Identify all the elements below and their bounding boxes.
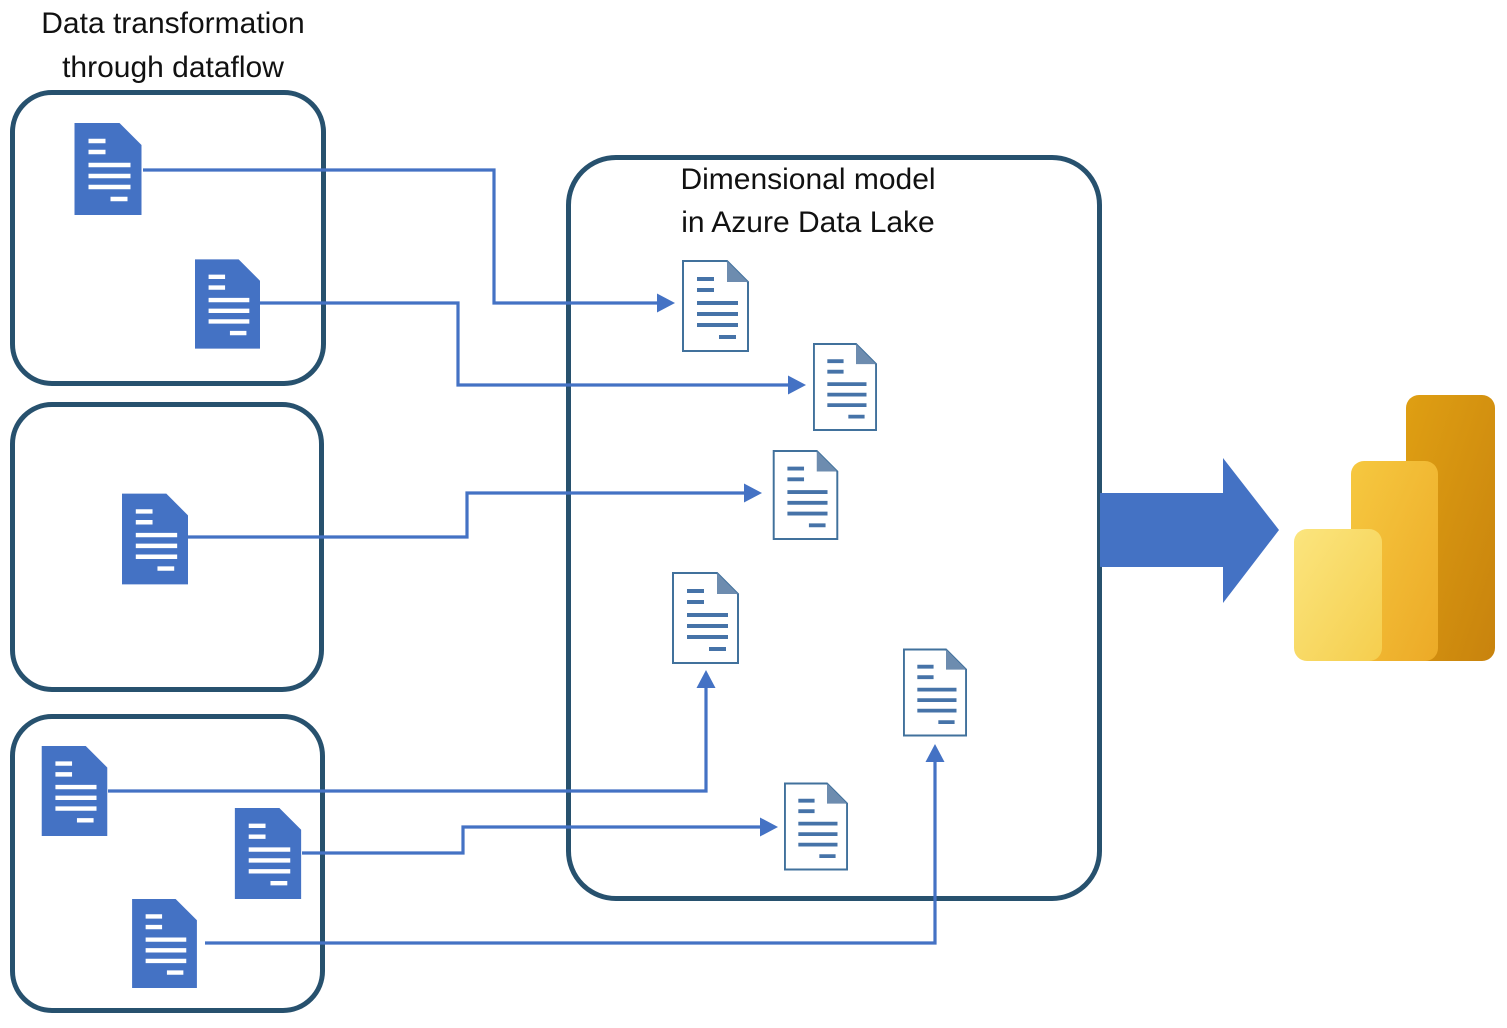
model-document-icon-3 [774, 451, 838, 539]
source-group-box-1 [10, 90, 326, 386]
source-document-icon-3 [122, 494, 188, 585]
arrowhead-icon [744, 483, 762, 503]
source-group-box-2 [10, 402, 324, 692]
arrowhead-icon [925, 744, 945, 762]
arrowhead-icon [760, 817, 778, 837]
dimensional-model-box [566, 155, 1102, 901]
connector-source3b-to-model6 [302, 817, 778, 855]
connector-source3a-to-model4 [108, 670, 716, 793]
source-document-icon-6 [132, 899, 197, 988]
powerbi-logo [1294, 395, 1495, 661]
source-group-box-3 [10, 714, 325, 1013]
arrowhead-icon [788, 375, 806, 395]
connector-source2a-to-model3 [188, 483, 762, 539]
flow-arrow-icon [1100, 458, 1279, 603]
model-document-icon-6 [784, 781, 848, 872]
source-document-icon-4 [42, 746, 108, 836]
arrowhead-icon [696, 670, 716, 688]
connector-source3c-to-model5 [205, 744, 945, 945]
model-document-icon-5 [903, 647, 967, 738]
model-title-line-1: Dimensional model [680, 163, 936, 196]
dataflow-title-line-2: through dataflow [62, 51, 284, 84]
source-document-icon-1 [75, 123, 142, 215]
model-document-icon-2 [813, 342, 877, 432]
dataflow-title-line-1: Data transformation [41, 7, 305, 40]
model-document-icon-1 [683, 261, 748, 351]
dataflow-group-title: Data transformation through dataflow [8, 2, 338, 90]
model-group-title: Dimensional model in Azure Data Lake [608, 158, 1008, 244]
model-title-line-2: in Azure Data Lake [681, 206, 935, 239]
arrowhead-icon [657, 293, 675, 313]
connector-source1b-to-model2 [260, 301, 806, 395]
source-document-icon-5 [235, 808, 301, 899]
connector-source1a-to-model1 [143, 168, 675, 313]
model-document-icon-4 [672, 572, 739, 664]
source-document-icon-2 [195, 259, 260, 348]
powerbi-bar-short [1294, 529, 1382, 661]
